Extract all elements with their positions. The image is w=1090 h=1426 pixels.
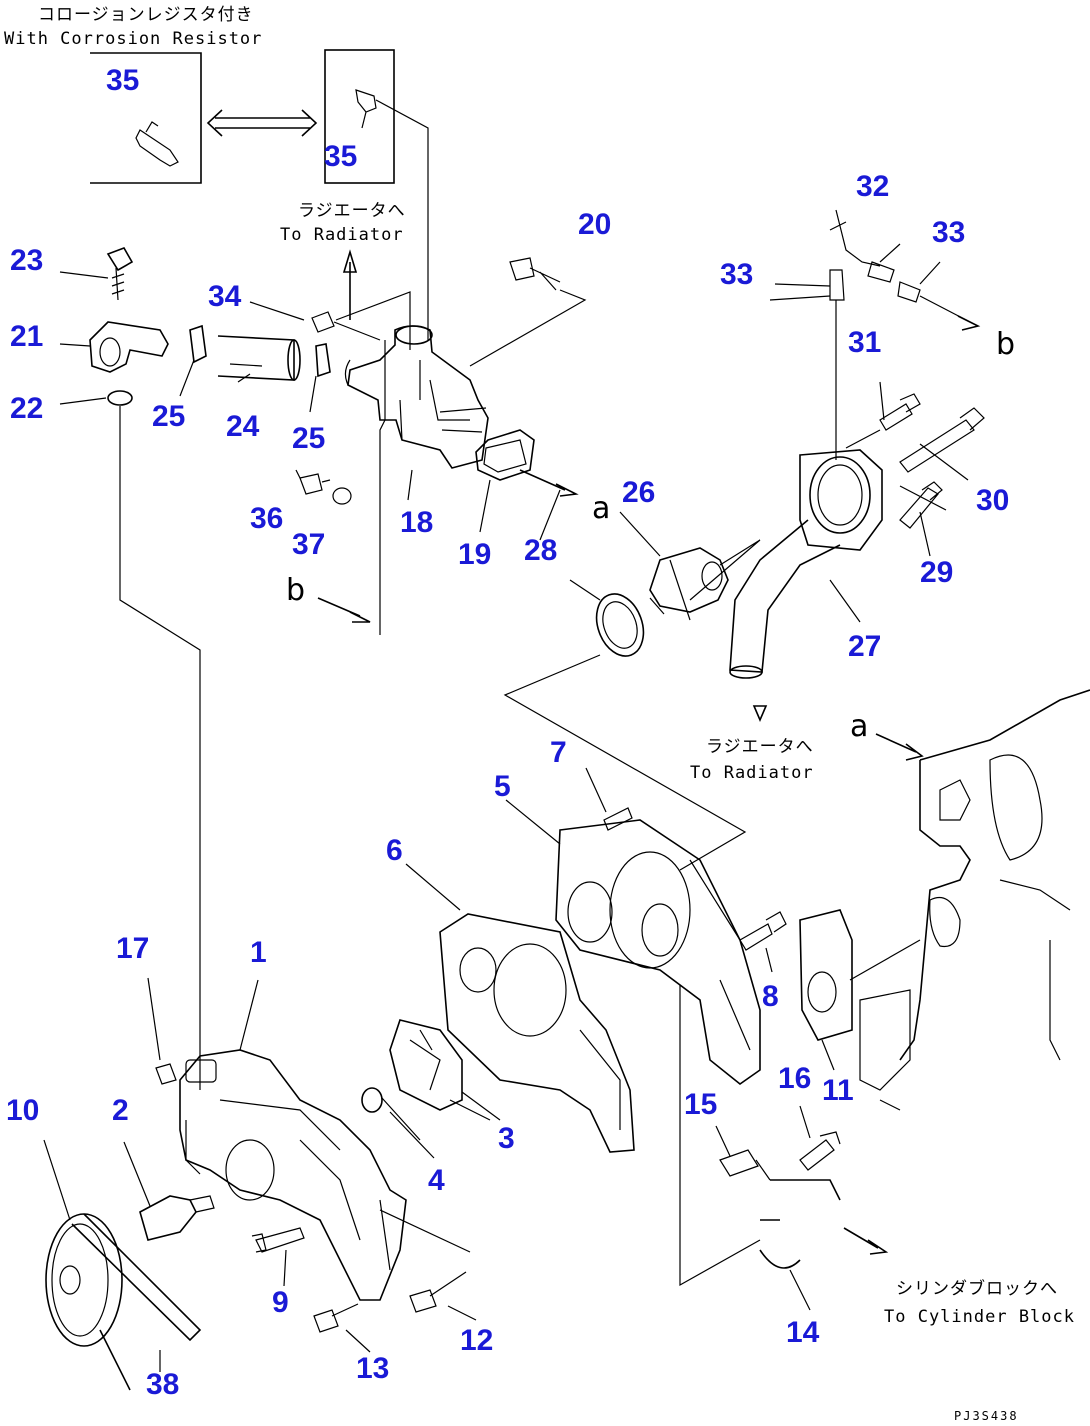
- part-label-8: 8: [762, 980, 779, 1013]
- radiator-note-2-en: To Radiator: [690, 763, 814, 783]
- part-label-35b: 35: [324, 140, 357, 173]
- part-numbers: 1 2 3 4 5 6 7 8 9 10 11 12 13 14 15 16 1…: [6, 64, 1009, 1401]
- arrow-b: [317, 597, 371, 623]
- part-label-2: 2: [112, 1094, 129, 1127]
- part-label-14: 14: [786, 1316, 820, 1349]
- radiator-note-1-jp: ラジエータへ: [298, 201, 406, 221]
- part-label-33b: 33: [932, 216, 965, 249]
- corrosion-resistor-inset: [90, 49, 429, 340]
- drawing-code: PJ3S438: [954, 1409, 1019, 1423]
- cylinder-note-jp: シリンダブロックへ: [896, 1278, 1058, 1299]
- part-label-16: 16: [778, 1062, 811, 1095]
- thermostat-and-pipe: [503, 209, 985, 871]
- part-label-11: 11: [822, 1074, 854, 1107]
- part-label-27: 27: [848, 630, 881, 663]
- cylinder-note-en: To Cylinder Block: [884, 1307, 1075, 1327]
- part-label-25a: 25: [152, 400, 185, 433]
- part-label-20: 20: [578, 208, 611, 241]
- part-label-9: 9: [272, 1286, 289, 1319]
- part-label-15: 15: [684, 1088, 717, 1121]
- part-label-34: 34: [208, 280, 242, 313]
- part-label-7: 7: [550, 736, 567, 769]
- part-label-24: 24: [226, 410, 260, 443]
- part-label-29: 29: [920, 556, 953, 589]
- part-label-4: 4: [428, 1164, 445, 1197]
- front-cover-gaskets: [439, 807, 787, 1287]
- connector-b-1: b: [286, 573, 305, 608]
- water-pump: [45, 1019, 889, 1391]
- part-label-21: 21: [10, 320, 43, 353]
- part-label-30: 30: [976, 484, 1009, 517]
- part-label-37: 37: [292, 528, 325, 561]
- part-label-32: 32: [856, 170, 889, 203]
- part-label-31: 31: [848, 326, 881, 359]
- part-label-23: 23: [10, 244, 43, 277]
- connector-a-1: a: [592, 491, 610, 526]
- part-label-13: 13: [356, 1352, 389, 1385]
- part-label-17: 17: [116, 932, 149, 965]
- part-label-38: 38: [146, 1368, 179, 1401]
- annotations: コロージョンレジスタ付き With Corrosion Resistor ラジエ…: [4, 5, 1075, 1423]
- part-label-10: 10: [6, 1094, 39, 1127]
- part-label-26: 26: [622, 476, 655, 509]
- thermostat-housing: [89, 247, 587, 635]
- part-label-1: 1: [250, 936, 267, 969]
- connector-a-2: a: [850, 709, 868, 744]
- label-leaders: [43, 243, 969, 1372]
- part-label-5: 5: [494, 770, 511, 803]
- part-label-6: 6: [386, 834, 403, 867]
- engine-block: [799, 689, 1090, 1111]
- radiator-note-2-jp: ラジエータへ: [706, 737, 814, 757]
- corrosion-note-jp: コロージョンレジスタ付き: [38, 5, 254, 25]
- part-label-28: 28: [524, 534, 557, 567]
- part-label-35a: 35: [106, 64, 139, 97]
- part-label-25b: 25: [292, 422, 325, 455]
- part-label-33a: 33: [720, 258, 753, 291]
- corrosion-note-en: With Corrosion Resistor: [4, 29, 262, 49]
- part-label-18: 18: [400, 506, 433, 539]
- part-label-22: 22: [10, 392, 43, 425]
- part-label-19: 19: [458, 538, 491, 571]
- part-label-12: 12: [460, 1324, 493, 1357]
- radiator-note-1-en: To Radiator: [280, 225, 404, 245]
- leader-line: [119, 406, 201, 1090]
- part-label-3: 3: [498, 1122, 515, 1155]
- part-label-36: 36: [250, 502, 283, 535]
- connector-b-2: b: [996, 327, 1015, 362]
